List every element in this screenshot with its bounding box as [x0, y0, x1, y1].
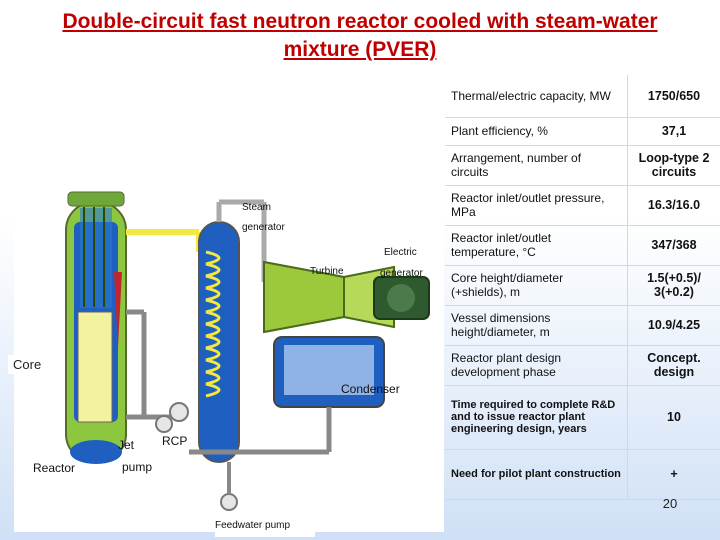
param-value: Concept. design: [627, 345, 720, 386]
slide-title: Double-circuit fast neutron reactor cool…: [0, 8, 720, 64]
param-value: 16.3/16.0: [627, 185, 720, 226]
label-reactor: Reactor: [33, 461, 76, 475]
label-core: Core: [8, 355, 50, 374]
label-pump: pump: [122, 460, 153, 474]
param-row: Thermal/electric capacity, MW 1750/650: [445, 75, 720, 118]
param-label: Reactor inlet/outlet pressure, MPa: [445, 185, 628, 226]
param-value: 37,1: [627, 117, 720, 146]
label-rcp: RCP: [162, 434, 188, 448]
steam-generator: [198, 221, 240, 463]
param-label: Reactor inlet/outlet temperature, °C: [445, 225, 628, 266]
param-row: Arrangement, number of circuits Loop-typ…: [445, 145, 720, 186]
param-value: 10: [627, 385, 720, 450]
param-label: Time required to complete R&D and to iss…: [445, 385, 628, 450]
param-label: Arrangement, number of circuits: [445, 145, 628, 186]
label-steam: Steam: [242, 202, 271, 213]
param-row: Vessel dimensions height/diameter, m 10.…: [445, 305, 720, 346]
param-row: Reactor inlet/outlet pressure, MPa 16.3/…: [445, 185, 720, 226]
recirculation-loop: [126, 309, 174, 433]
param-row: Core height/diameter (+shields), m 1.5(+…: [445, 265, 720, 306]
label-condenser: Condenser: [341, 382, 400, 396]
label-generator-2: generator: [380, 268, 423, 279]
param-label: Plant efficiency, %: [445, 117, 628, 146]
condenser: [273, 336, 385, 452]
param-value: 347/368: [627, 225, 720, 266]
param-row: Time required to complete R&D and to iss…: [445, 385, 720, 450]
parameters-table: Thermal/electric capacity, MW 1750/650 P…: [445, 75, 720, 500]
param-label: Thermal/electric capacity, MW: [445, 75, 628, 118]
param-row: Reactor plant design development phase C…: [445, 345, 720, 386]
label-turbine: Turbine: [310, 266, 344, 277]
param-label: Need for pilot plant construction: [445, 449, 628, 500]
label-electric: Electric: [384, 247, 417, 258]
title-line-2: mixture (PVER): [283, 38, 437, 61]
reactor-vessel: [65, 191, 127, 464]
reactor-schematic: Steam generator Electric Turbine generat…: [14, 162, 444, 532]
param-value: +: [627, 449, 720, 500]
param-value: 1750/650: [627, 75, 720, 118]
param-row: Reactor inlet/outlet temperature, °C 347…: [445, 225, 720, 266]
label-generator: generator: [242, 222, 285, 233]
param-row: Need for pilot plant construction +: [445, 449, 720, 500]
title-line-1: Double-circuit fast neutron reactor cool…: [62, 10, 658, 33]
param-row: Plant efficiency, % 37,1: [445, 117, 720, 146]
param-value: Loop-type 2 circuits: [627, 145, 720, 186]
reactor-schematic-drawing: [65, 191, 430, 511]
param-value: 10.9/4.25: [627, 305, 720, 346]
label-jet: Jet: [118, 438, 135, 452]
param-label: Core height/diameter (+shields), m: [445, 265, 628, 306]
param-label: Vessel dimensions height/diameter, m: [445, 305, 628, 346]
param-value: 1.5(+0.5)/ 3(+0.2): [627, 265, 720, 306]
param-label: Reactor plant design development phase: [445, 345, 628, 386]
electric-generator: [373, 276, 430, 320]
page-number: 20: [662, 496, 678, 511]
label-feedwater-pump: Feedwater pump: [215, 520, 315, 537]
